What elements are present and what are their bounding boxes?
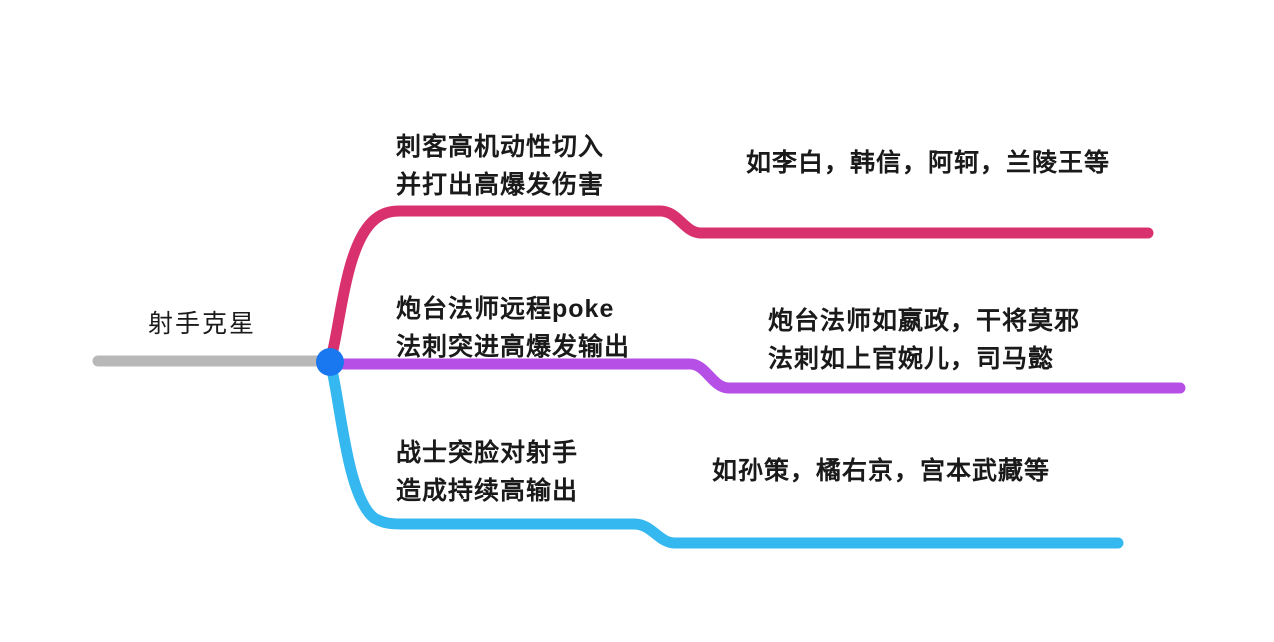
branch-line-assassin[interactable] xyxy=(324,205,1154,368)
branch-detail-assassin[interactable]: 如李白，韩信，阿轲，兰陵王等 xyxy=(746,149,1111,177)
root-node-dot[interactable] xyxy=(316,348,344,376)
branch-line-warrior[interactable] xyxy=(324,356,1124,549)
branch-topic-assassin[interactable]: 刺客高机动性切入 并打出高爆发伤害 xyxy=(396,133,605,199)
branch-topic-warrior[interactable]: 战士突脸对射手 造成持续高输出 xyxy=(396,439,579,505)
branch-detail-warrior[interactable]: 如孙策，橘右京，宫本武藏等 xyxy=(712,457,1051,485)
branch-topic-mage[interactable]: 炮台法师远程poke 法刺突进高爆发输出 xyxy=(396,295,631,361)
root-topic-label[interactable]: 射手克星 xyxy=(148,310,257,338)
branch-detail-mage[interactable]: 炮台法师如嬴政，干将莫邪 法刺如上官婉儿，司马懿 xyxy=(768,307,1081,373)
branch-line-mage[interactable] xyxy=(324,358,1186,394)
